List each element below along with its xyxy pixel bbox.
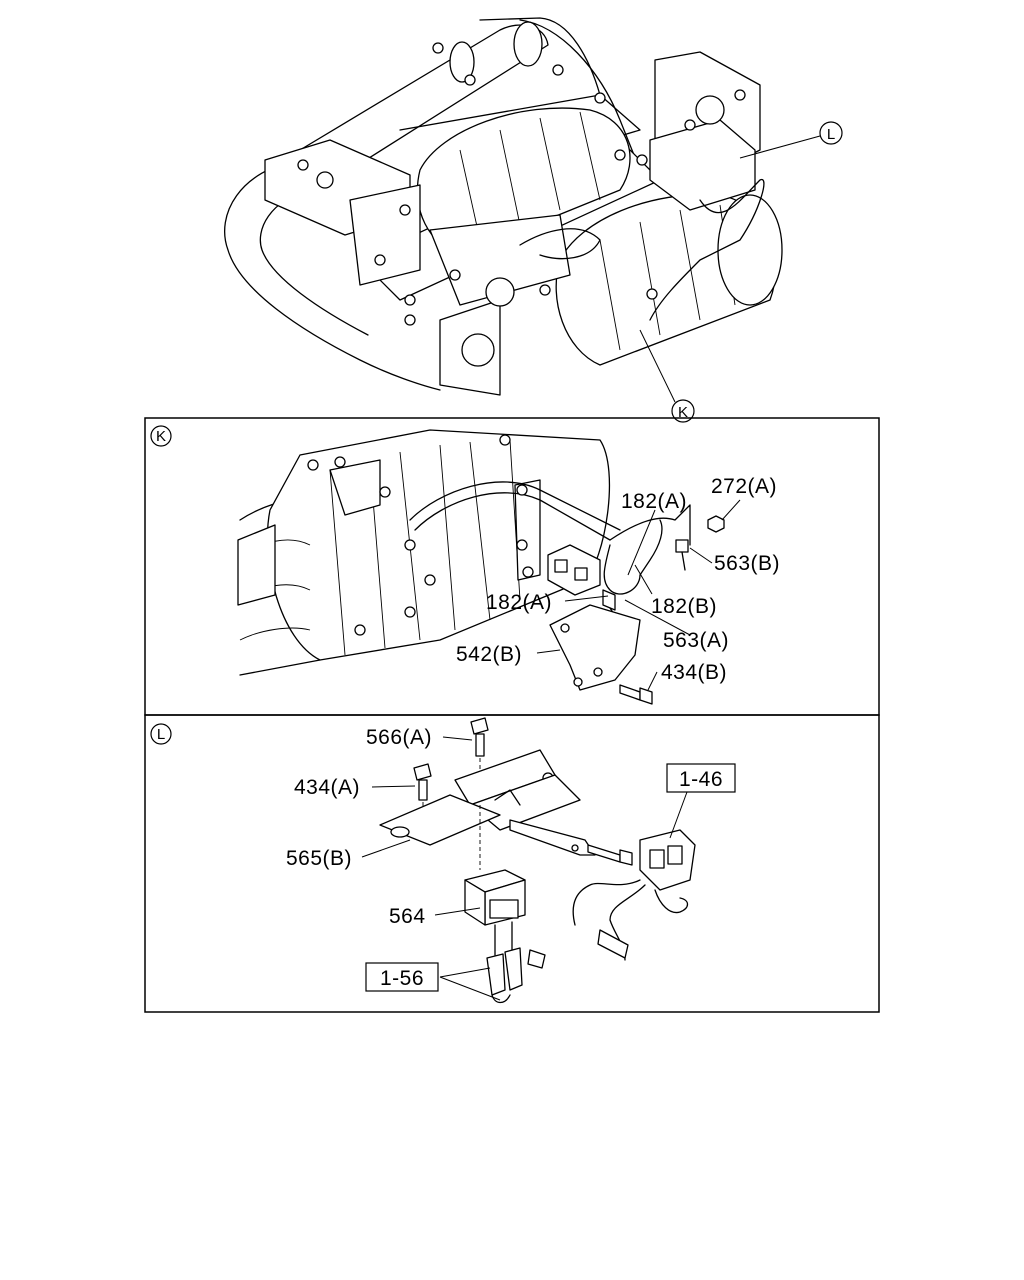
panel-k-leaders: [536, 499, 741, 691]
label-565b: 565(B): [286, 847, 352, 870]
panel-l-leaders: [361, 736, 688, 1001]
callout-k-letter: K: [678, 404, 688, 421]
panel-l-marker: L: [150, 723, 172, 745]
label-563a: 563(A): [663, 629, 729, 652]
label-182a-left: 182(A): [486, 591, 552, 614]
label-182b: 182(B): [651, 595, 717, 618]
panel-l-bracket-drawing: [379, 717, 696, 1004]
callout-l-letter: L: [827, 126, 835, 143]
label-434a: 434(A): [294, 776, 360, 799]
label-434b: 434(B): [661, 661, 727, 684]
label-564: 564: [389, 905, 426, 928]
panel-k-marker: K: [150, 425, 172, 447]
label-563b: 563(B): [714, 552, 780, 575]
svg-text:L: L: [157, 726, 165, 743]
label-542b: 542(B): [456, 643, 522, 666]
ref-1-46-text: 1-46: [679, 768, 723, 791]
ref-1-56-text: 1-56: [380, 967, 424, 990]
label-182a-top: 182(A): [621, 490, 687, 513]
ref-box-1-46[interactable]: 1-46: [666, 763, 736, 793]
label-272a: 272(A): [711, 475, 777, 498]
callout-k[interactable]: K: [639, 329, 695, 423]
callout-l[interactable]: L: [739, 121, 843, 159]
panel-l-frame: [144, 714, 880, 1013]
label-566a: 566(A): [366, 726, 432, 749]
panel-k-canister-drawing: [237, 429, 725, 705]
svg-text:K: K: [156, 428, 166, 445]
ref-box-1-56[interactable]: 1-56: [365, 962, 439, 992]
exhaust-assembly-overview: [224, 17, 783, 396]
